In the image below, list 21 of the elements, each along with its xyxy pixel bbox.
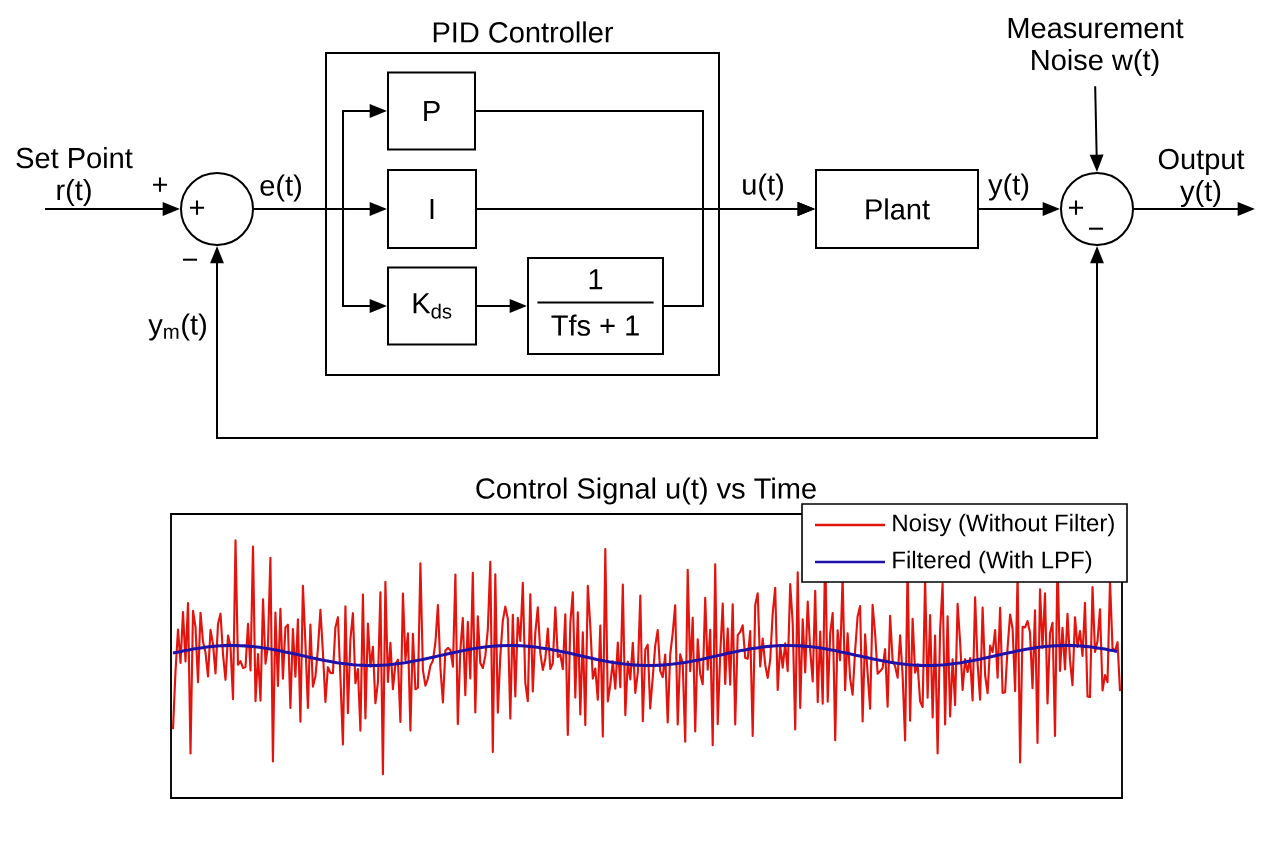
signal-label: Output y(t) — [1158, 148, 1245, 207]
summing-junction: + − — [1060, 172, 1134, 246]
process-box: P — [387, 71, 476, 151]
transfer-function-box: 1 Tfs + 1 — [527, 257, 664, 355]
signal-label: u(t) — [743, 173, 783, 201]
connector-line — [253, 208, 344, 210]
sign-label: − — [182, 258, 198, 261]
chart-title: Control Signal u(t) vs Time — [476, 477, 816, 505]
signal-label: y$_{m}$(t) — [148, 313, 206, 341]
block-title: PID Controller — [433, 21, 614, 43]
sign-label: + — [152, 177, 168, 192]
process-box: Plant — [815, 169, 979, 249]
process-box: I — [387, 169, 477, 249]
summing-junction: + — [180, 172, 254, 246]
legend-label: Noisy (Without Filter) — [893, 513, 1114, 537]
input-label: Measurement Noise w(t) — [1008, 18, 1184, 76]
signal-label: e(t) — [260, 174, 301, 202]
signal-label: Set Point r(t) — [16, 147, 133, 206]
signal-label: y(t) — [988, 173, 1029, 201]
process-box: K$_{ds}$ — [387, 266, 477, 346]
legend-label: Filtered (With LPF) — [893, 550, 1092, 574]
